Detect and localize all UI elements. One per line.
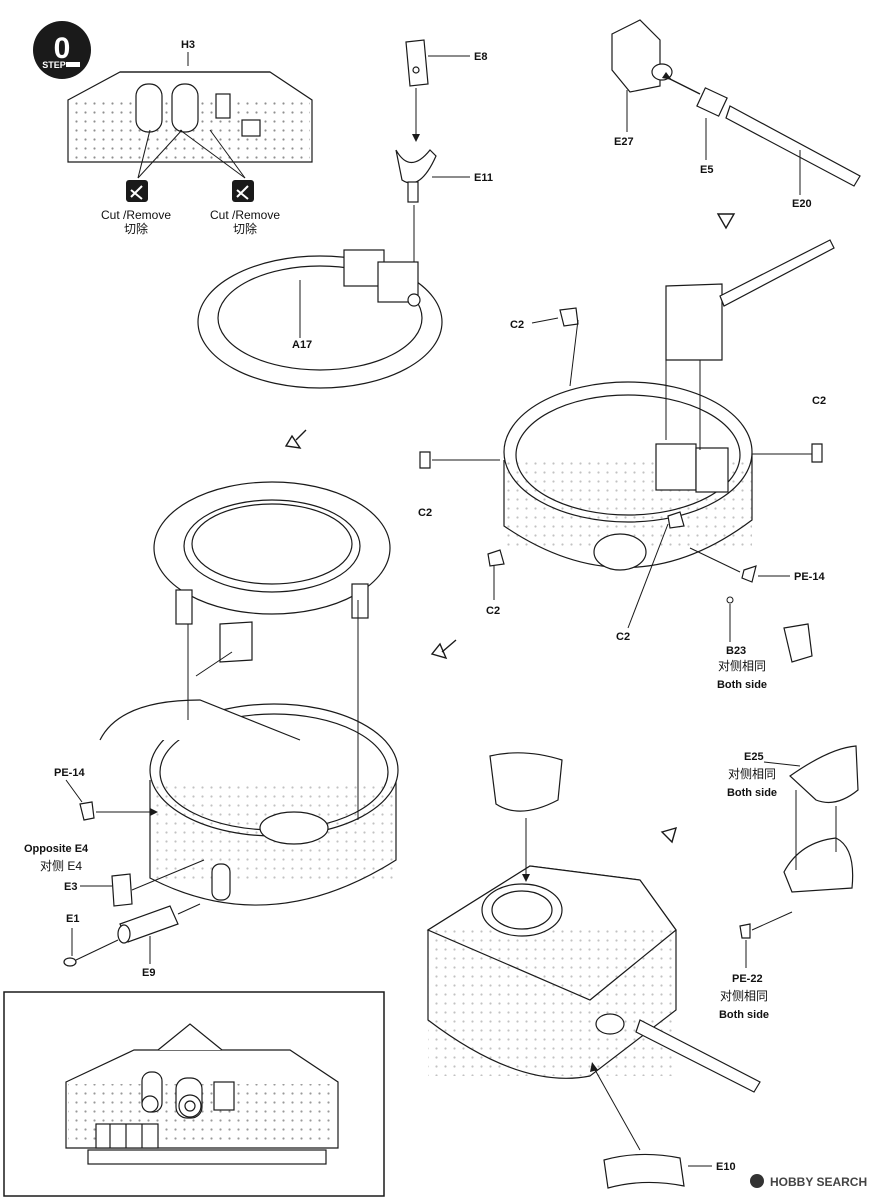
cut-icon-left	[126, 180, 148, 202]
label-e20: E20	[792, 198, 812, 210]
label-e3: E3	[64, 881, 77, 893]
e11-part	[395, 149, 437, 203]
turret-completed	[426, 752, 761, 1093]
pe14-part-right	[741, 565, 757, 583]
label-e25: E25	[744, 751, 764, 763]
label-pe14-right: PE-14	[794, 571, 825, 583]
b23-both-side: Both side	[717, 679, 767, 691]
label-e11: E11	[474, 172, 493, 184]
b23-both-side-cn: 对侧相同	[718, 659, 766, 673]
label-h3: H3	[181, 39, 195, 51]
gun-assembly-top	[611, 19, 861, 187]
tank-icon	[66, 62, 80, 67]
c2-parts	[419, 307, 823, 567]
pe22-both-side: Both side	[719, 1009, 769, 1021]
cut-icon-right	[232, 180, 254, 202]
flow-arrow-1	[284, 429, 307, 449]
flow-arrow-3	[430, 639, 457, 660]
label-opposite-e4-cn: 对侧 E4	[40, 859, 82, 873]
flow-arrow-2	[716, 213, 736, 230]
step-badge: 0 STEP	[33, 21, 91, 79]
e10-part	[603, 1153, 685, 1189]
label-c2-c: C2	[418, 507, 432, 519]
label-pe22: PE-22	[732, 973, 763, 985]
e25-both-side-cn: 对侧相同	[728, 767, 776, 781]
pe22-part	[739, 923, 751, 939]
cut-remove-right: Cut /Remove	[210, 208, 280, 222]
label-e27: E27	[614, 136, 634, 148]
label-e9: E9	[142, 967, 155, 979]
label-c2-b: C2	[812, 395, 826, 407]
label-c2-e: C2	[616, 631, 630, 643]
detail-inset-frame	[3, 991, 385, 1197]
label-a17: A17	[292, 339, 312, 351]
turret-ring-right	[503, 239, 835, 571]
label-e1: E1	[66, 913, 79, 925]
h3-plate	[67, 71, 313, 163]
label-c2-a: C2	[510, 319, 524, 331]
label-opposite-e4: Opposite E4	[24, 843, 89, 855]
label-e8: E8	[474, 51, 487, 63]
b23-pin	[726, 596, 734, 604]
b23-part	[783, 623, 813, 663]
e8-part	[405, 39, 429, 87]
cut-remove-right-cn: 切除	[233, 221, 257, 236]
hull-assembly-left	[99, 481, 399, 906]
e3-part	[111, 873, 133, 907]
label-c2-d: C2	[486, 605, 500, 617]
cut-remove-left: Cut /Remove	[101, 208, 171, 222]
e25-both-side: Both side	[727, 787, 777, 799]
e1-part	[63, 957, 77, 967]
cut-remove-left-cn: 切除	[124, 221, 148, 236]
pe22-both-side-cn: 对侧相同	[720, 989, 768, 1003]
watermark-text: HOBBY SEARCH	[770, 1175, 867, 1189]
label-b23: B23	[726, 645, 746, 657]
e9-part	[117, 905, 179, 944]
watermark: HOBBY SEARCH	[750, 1174, 867, 1189]
label-pe14-left: PE-14	[54, 767, 85, 779]
detail-inset-plate	[65, 1023, 339, 1165]
pe14-part-left	[79, 801, 95, 821]
a17-ring	[197, 249, 443, 389]
flow-arrow-4	[660, 826, 678, 844]
label-e10: E10	[716, 1161, 736, 1173]
step-word: STEP	[42, 60, 66, 70]
label-e5: E5	[700, 164, 713, 176]
step-number: 0	[54, 32, 71, 65]
e25-part	[783, 745, 859, 893]
